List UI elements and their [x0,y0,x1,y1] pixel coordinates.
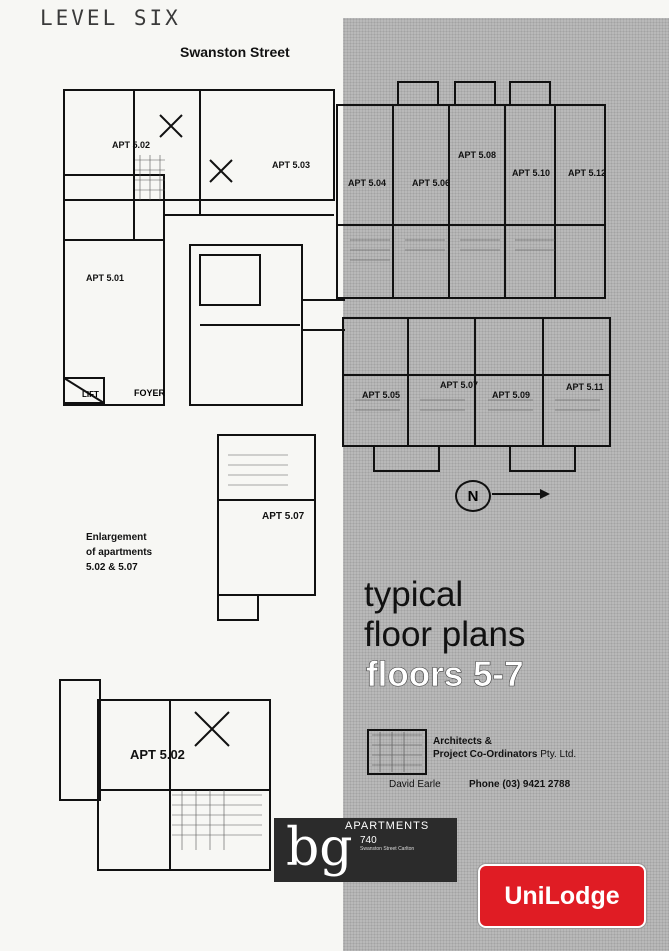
core-outline [189,244,303,406]
street-label: Swanston Street [180,44,290,60]
bg-logo-letters: bg [286,818,353,878]
heading-floor-plans: floor plans [364,615,526,654]
brand-apartments: APARTMENTS [345,820,430,832]
heading-floors: floors 5-7 [366,655,524,694]
enlargement-caption: Enlargement of apartments 5.02 & 5.07 [86,530,152,575]
enlargement-line-3: 5.02 & 5.07 [86,562,138,573]
foyer-label: FOYER [134,388,166,398]
apt-503-label: APT 5.03 [272,160,311,170]
enlargement-apt-502-label: APT 5.02 [130,747,185,762]
apt-509-label: APT 5.09 [492,390,531,400]
architect-line-2: Project Co-Ordinators Pty. Ltd. [433,749,576,760]
unilodge-logo: UniLodge [478,864,646,928]
bg-logo-box [274,818,457,882]
architect-pty: Pty. Ltd. [537,749,577,760]
enlargement-line-1: Enlargement [86,532,147,543]
architect-line-1: Architects & [433,736,492,747]
apt-512-label: APT 5.12 [568,168,607,178]
north-compass: N [455,480,491,512]
handwritten-level-label: LEVEL SIX [40,6,181,30]
west-wing-left-outline [63,174,165,406]
apt-510-label: APT 5.10 [512,168,551,178]
enlargement-apt-507-label: APT 5.07 [262,511,305,522]
east-wing-top-outline [336,104,606,299]
apt-502-label: APT 5.02 [112,140,151,150]
enlargement-502-outline [97,699,271,871]
architect-phone: Phone (03) 9421 2788 [469,779,571,790]
brand-street: Swanston Street Carlton [360,846,415,852]
apt-511-label: APT 5.11 [566,382,604,392]
heading-typical: typical [364,575,464,614]
apt-508-label: APT 5.08 [458,150,497,160]
apt-505-label: APT 5.05 [362,390,401,400]
apt-504-label: APT 5.04 [348,178,387,188]
stair-outline [199,254,261,306]
apt-501-label: APT 5.01 [86,273,125,283]
brand-number: 740 [360,835,377,846]
architect-name: Project Co-Ordinators [433,749,538,760]
lift-label: LIFT [82,390,99,399]
east-wing-bottom-outline [342,317,611,447]
lift-box [63,377,105,404]
enlargement-line-2: of apartments [86,547,153,558]
enlargement-507-outline [217,434,316,596]
apt-507-label: APT 5.07 [440,380,479,390]
architect-person: David Earle [389,779,441,790]
apt-506-label: APT 5.06 [412,178,451,188]
